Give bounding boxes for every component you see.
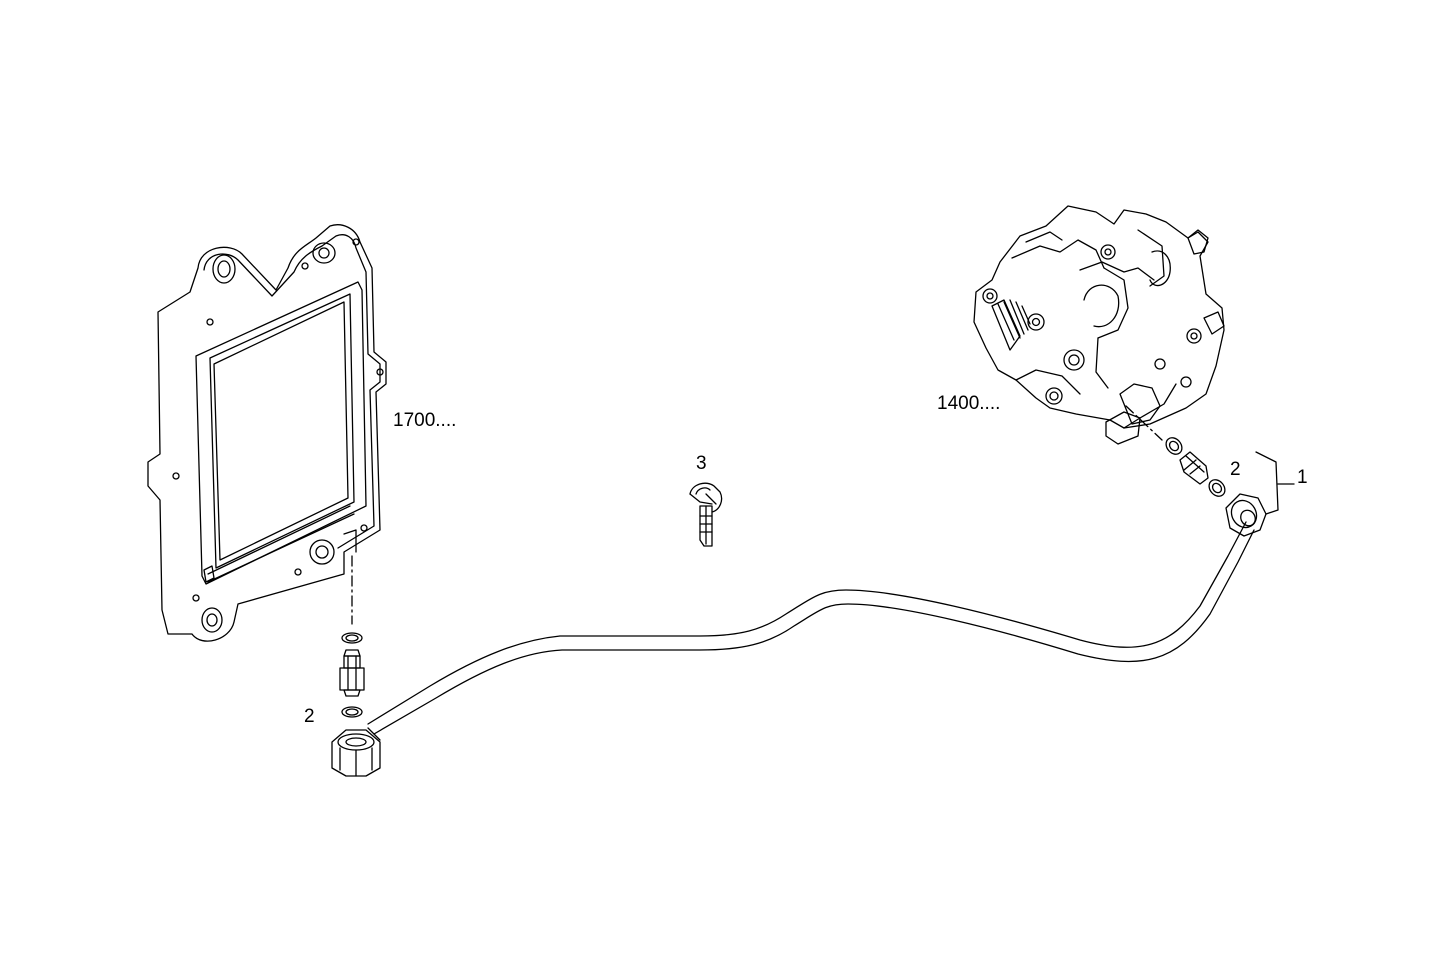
- fuel-pipe-assembly: [331, 493, 1267, 777]
- ecu-housing-frame: [147, 224, 387, 642]
- high-pressure-pump: [973, 205, 1225, 445]
- pump-reference-label: 1400....: [937, 393, 1001, 414]
- seal-kit-callout-left: 2: [304, 706, 315, 727]
- ecu-reference-label: 1700....: [393, 410, 457, 431]
- pipe-assembly-callout: 1: [1297, 467, 1308, 488]
- seal-kit-callout-right: 2: [1230, 459, 1241, 480]
- pipe-clip: [689, 482, 723, 547]
- assembly-bracket: [1255, 451, 1295, 515]
- ecu-fitting-stack: [339, 555, 365, 718]
- clip-callout: 3: [696, 453, 707, 474]
- pump-fitting-stack: [1125, 405, 1226, 497]
